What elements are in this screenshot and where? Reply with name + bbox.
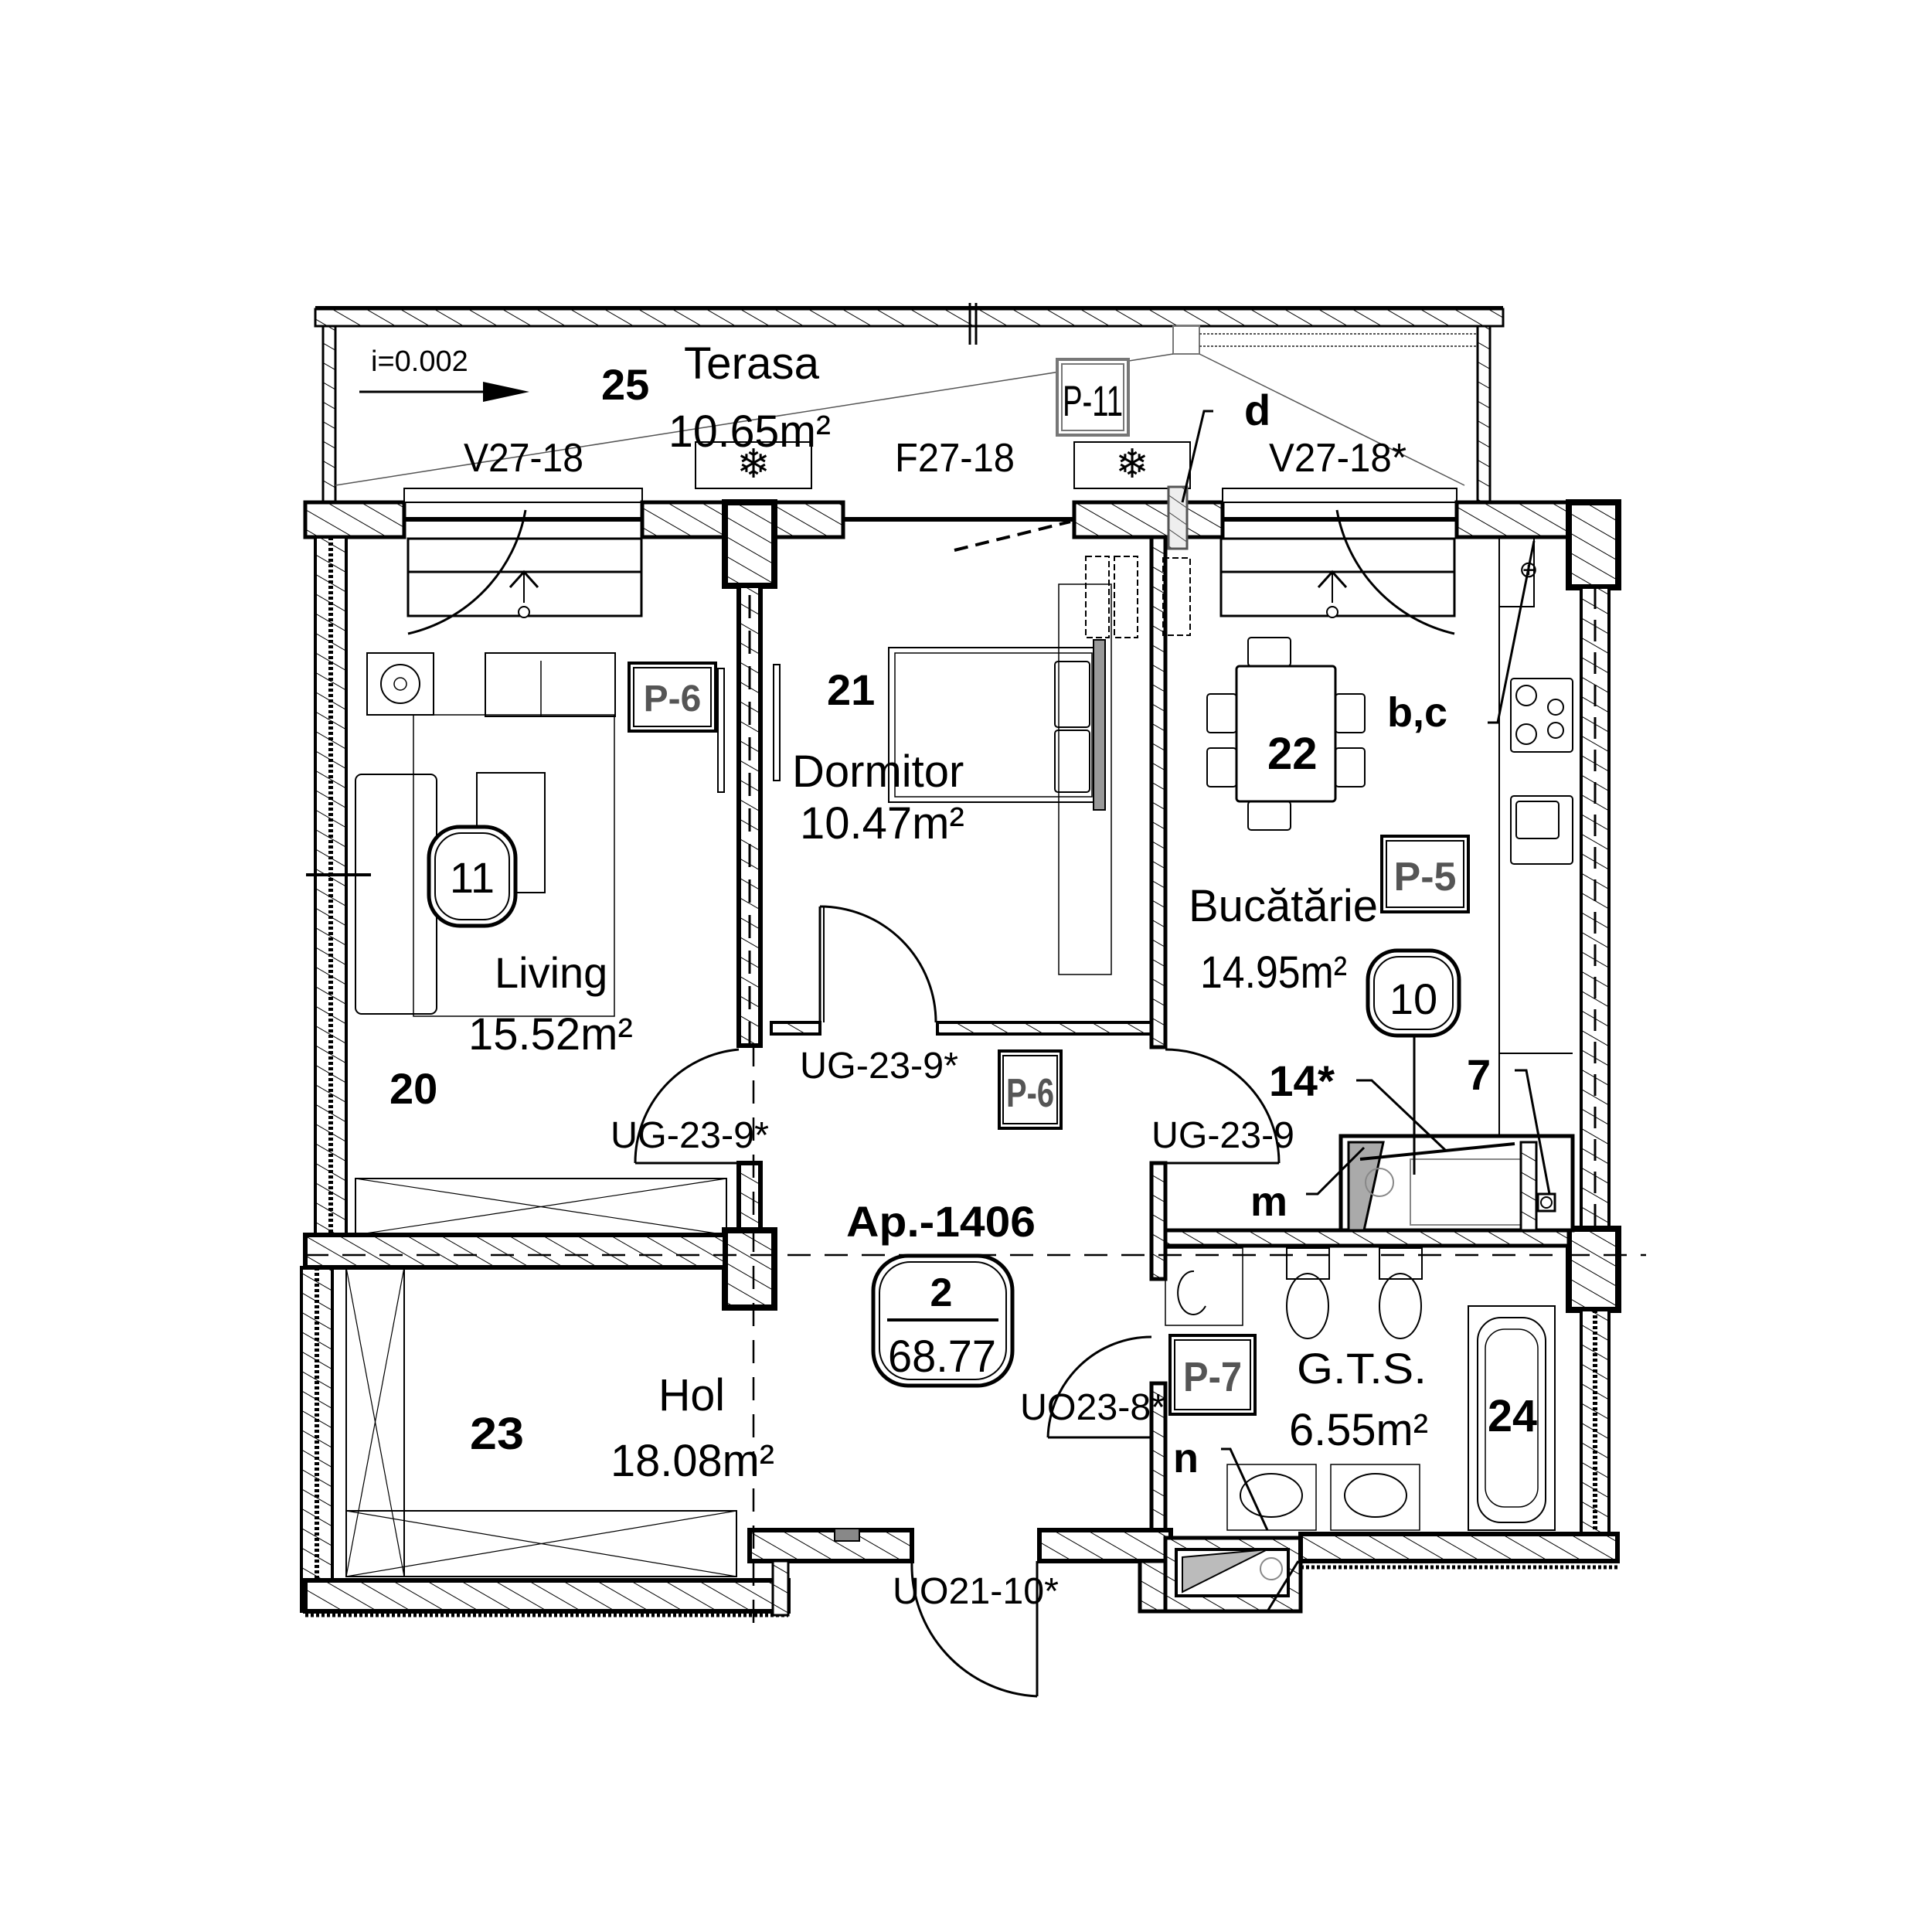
finish-tag-living: P-6 bbox=[628, 662, 717, 733]
finish-tag-hall: P-6 bbox=[998, 1049, 1063, 1130]
west-wall bbox=[300, 536, 371, 1613]
room-number-terrace: 25 bbox=[601, 360, 649, 409]
snowflake-icon: ❄ bbox=[736, 442, 770, 487]
room-number-kitchen: 22 bbox=[1267, 729, 1318, 779]
callout-living: 11 bbox=[427, 825, 518, 928]
door-swings bbox=[634, 905, 1281, 1698]
apartment-badge: 2 68.77 bbox=[871, 1253, 1015, 1388]
room-area-bedroom: 10.47m² bbox=[800, 798, 964, 849]
callout-number: 10 bbox=[1389, 975, 1437, 1023]
room-name-bathroom: G.T.S. bbox=[1297, 1344, 1427, 1393]
room-area-hall: 18.08m² bbox=[611, 1436, 774, 1486]
annotation-7: 7 bbox=[1467, 1050, 1491, 1099]
finish-tag-bathroom: P-7 bbox=[1168, 1334, 1257, 1416]
room-number-bedroom: 21 bbox=[827, 665, 875, 714]
finish-tag-label: P-6 bbox=[644, 679, 702, 719]
finish-tag-terrace: P-11 bbox=[1056, 358, 1130, 437]
east-wall bbox=[1566, 586, 1621, 1536]
room-number-living: 20 bbox=[389, 1064, 437, 1113]
north-wall bbox=[303, 485, 1621, 590]
room-area-terrace: 10.65m² bbox=[668, 406, 831, 457]
apartment-rooms-count: 2 bbox=[930, 1270, 953, 1315]
room-number-hall: 23 bbox=[470, 1409, 524, 1459]
opening-door-living: UG-23-9* bbox=[611, 1115, 769, 1156]
room-area-kitchen: 14.95m² bbox=[1200, 947, 1347, 998]
opening-door-balcony: F27-18 bbox=[895, 436, 1015, 481]
room-name-kitchen: Bucătărie bbox=[1189, 881, 1378, 931]
apartment-total-area: 68.77 bbox=[888, 1332, 996, 1382]
finish-tag-label: P-5 bbox=[1394, 855, 1457, 900]
opening-door-entrance: UO21-10* bbox=[893, 1571, 1059, 1612]
callout-number: 11 bbox=[450, 853, 495, 902]
opening-window-kitchen: V27-18* bbox=[1269, 436, 1406, 481]
annotation-14: 14* bbox=[1269, 1056, 1335, 1105]
furniture bbox=[345, 556, 1573, 1577]
room-name-bedroom: Dormitor bbox=[792, 747, 964, 797]
room-area-bathroom: 6.55m² bbox=[1289, 1405, 1428, 1455]
room-area-living: 15.52m² bbox=[468, 1009, 633, 1060]
slope-label: i=0.002 bbox=[371, 345, 468, 378]
finish-tag-label: P-7 bbox=[1183, 1354, 1242, 1400]
finish-tag-label: P-6 bbox=[1006, 1071, 1054, 1116]
opening-window-living: V27-18 bbox=[464, 436, 583, 481]
south-wall bbox=[303, 1528, 1620, 1617]
callout-kitchen: 10 bbox=[1366, 948, 1461, 1038]
room-number-bathroom: 24 bbox=[1488, 1391, 1537, 1441]
opening-door-bedroom: UG-23-9* bbox=[800, 1046, 958, 1087]
annotation-m: m bbox=[1250, 1179, 1287, 1225]
snowflake-icon: ❄ bbox=[1115, 442, 1149, 487]
opening-door-kitchen: UG-23-9 bbox=[1151, 1115, 1294, 1156]
room-name-terrace: Terasa bbox=[684, 338, 820, 389]
annotation-bc: b,c bbox=[1387, 689, 1447, 736]
room-name-living: Living bbox=[495, 948, 607, 997]
apartment-label: Ap.-1406 bbox=[846, 1197, 1036, 1246]
finish-tag-kitchen: P-5 bbox=[1380, 835, 1470, 913]
annotation-d: d bbox=[1244, 386, 1270, 434]
opening-door-bathroom: UO23-8* bbox=[1020, 1387, 1165, 1428]
terrace-structure bbox=[314, 303, 1505, 515]
room-name-hall: Hol bbox=[658, 1370, 725, 1420]
window-frames bbox=[406, 509, 1456, 635]
annotation-n: n bbox=[1173, 1435, 1199, 1481]
interior-walls: ⊕ bbox=[303, 535, 1575, 1536]
finish-tag-label: P-11 bbox=[1063, 376, 1123, 425]
